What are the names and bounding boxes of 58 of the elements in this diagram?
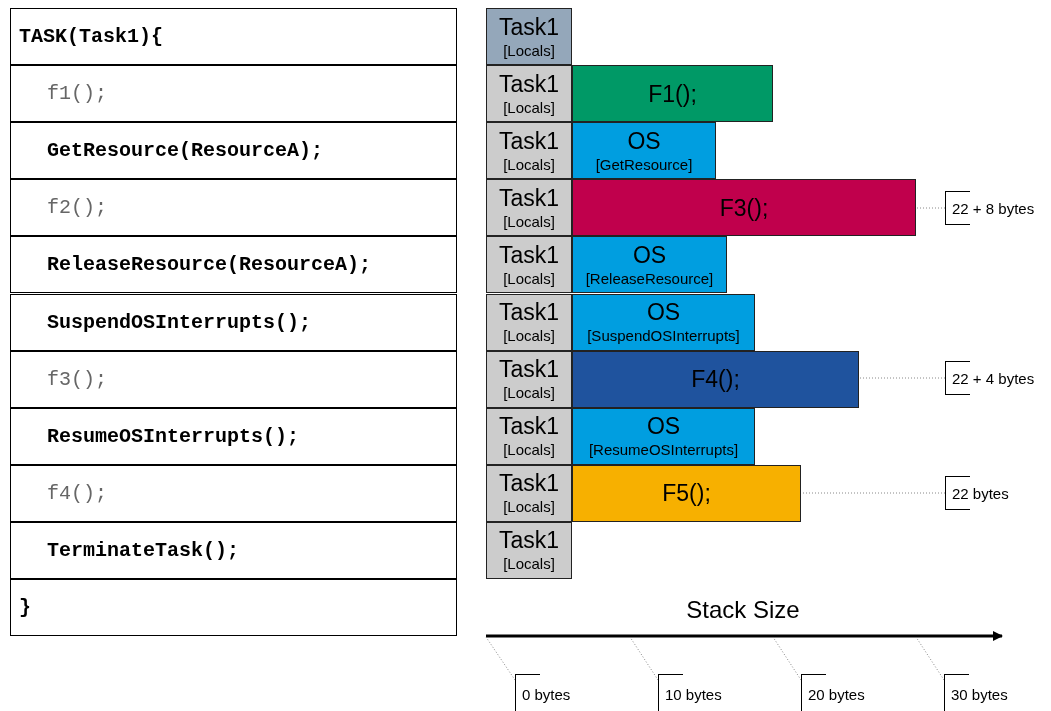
frame-note: [ReleaseResource]: [585, 268, 714, 289]
frame-title: OS: [646, 412, 681, 441]
axis-title: Stack Size: [685, 596, 801, 624]
leader-line: [800, 492, 946, 494]
task-locals-block: [486, 350, 572, 408]
frame-title: Task1: [498, 412, 560, 441]
task-locals-block: [486, 293, 572, 351]
stack-frame-block: [572, 293, 755, 351]
task-locals-block: [486, 236, 572, 294]
task-locals-block: [486, 407, 572, 465]
frame-note: [Locals]: [503, 268, 555, 289]
frame-note: [SuspendOSInterrupts]: [587, 326, 740, 347]
task-locals-block: [486, 65, 572, 123]
frame-note: [GetResource]: [595, 154, 693, 175]
frame-title: Task1: [498, 240, 560, 269]
frame-title: Task1: [498, 12, 560, 41]
frame-note: [Locals]: [503, 554, 555, 575]
stack-frame-block: [572, 407, 755, 465]
leader-line: [485, 636, 516, 681]
task-locals-block: [486, 8, 572, 66]
leader-line: [858, 377, 946, 379]
frame-note: [Locals]: [503, 40, 555, 61]
frame-note: [ResumeOSInterrupts]: [588, 440, 739, 461]
frame-title: F3();: [719, 193, 769, 222]
frame-title: OS: [627, 126, 661, 155]
frame-title: F1();: [648, 79, 697, 108]
task-locals-block: [486, 122, 572, 180]
stack-frame-block: [572, 179, 916, 237]
stack-frame-block: [572, 122, 716, 180]
frame-note: [Locals]: [503, 97, 555, 118]
frame-title: Task1: [498, 298, 560, 327]
task-locals-block: [486, 179, 572, 237]
frame-note: [Locals]: [503, 440, 555, 461]
frame-title: Task1: [498, 126, 560, 155]
frame-title: OS: [632, 240, 667, 269]
frame-title: Task1: [498, 355, 560, 384]
frame-note: [Locals]: [503, 383, 555, 404]
frame-title: F5();: [662, 479, 711, 508]
stack-frame-block: [572, 65, 773, 123]
task-locals-block: [486, 464, 572, 522]
frame-title: Task1: [498, 69, 560, 98]
leader-line: [629, 636, 659, 681]
frame-note: [Locals]: [503, 211, 555, 232]
frame-title: F4();: [691, 365, 740, 394]
frame-note: [Locals]: [503, 497, 555, 518]
frame-title: OS: [646, 298, 681, 327]
frame-title: Task1: [498, 183, 560, 212]
frame-note: [Locals]: [503, 154, 555, 175]
frame-title: Task1: [498, 526, 560, 555]
leader-line: [915, 207, 946, 209]
frame-title: Task1: [498, 469, 560, 498]
frame-note: [Locals]: [503, 326, 555, 347]
leader-line: [915, 636, 945, 681]
stack-frame-block: [572, 350, 859, 408]
stack-frame-block: [572, 464, 801, 522]
leader-line: [772, 636, 802, 681]
task-locals-block: [486, 521, 572, 579]
stack-frame-block: [572, 236, 727, 294]
